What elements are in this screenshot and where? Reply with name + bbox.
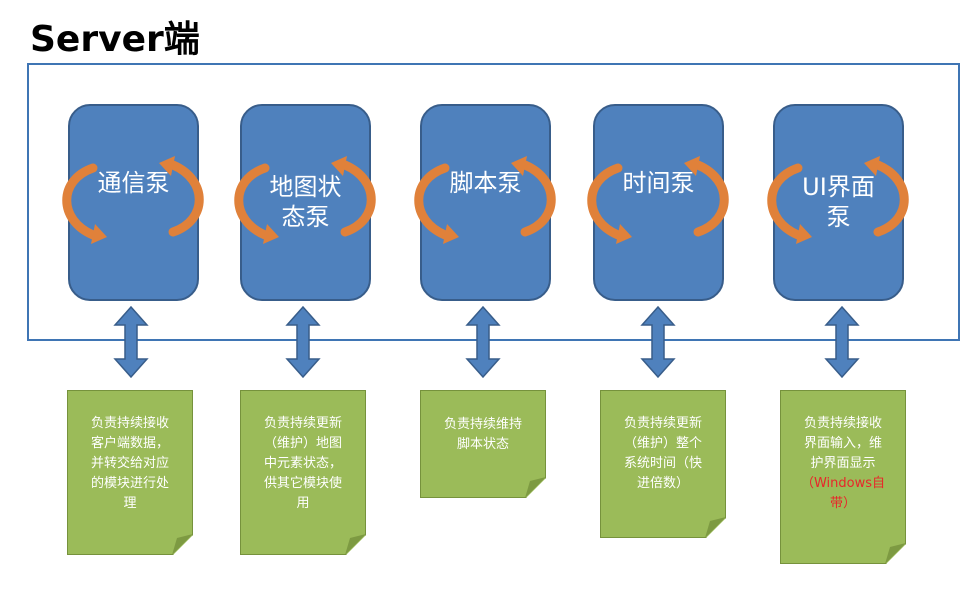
cycle-arrows-icon bbox=[62, 156, 204, 244]
pump-label-ui: UI界面 泵 bbox=[802, 173, 875, 231]
note-fold-icon bbox=[345, 534, 366, 555]
note-text-map-state: 负责持续更新 （维护）地图 中元素状态， 供其它模块使 用 bbox=[263, 416, 342, 511]
note-fold-icon bbox=[705, 517, 726, 538]
cycle-arrows-icon bbox=[234, 156, 376, 244]
double-arrow-icon bbox=[640, 306, 676, 378]
note-time bbox=[600, 390, 726, 538]
note-ui bbox=[780, 390, 906, 564]
note-fold-icon bbox=[525, 477, 546, 498]
double-arrow-icon bbox=[285, 306, 321, 378]
page-title: Server端 bbox=[30, 19, 200, 60]
pump-label-script: 脚本泵 bbox=[449, 169, 522, 197]
note-communication bbox=[67, 390, 193, 555]
note-text-ui: 负责持续接收 界面输入，维 护界面显示 （Windows自 带） bbox=[800, 416, 886, 511]
pump-label-communication: 通信泵 bbox=[97, 169, 170, 197]
pump-label-map-state: 地图状 态泵 bbox=[269, 173, 342, 231]
pump-ui bbox=[773, 104, 904, 301]
cycle-arrows-icon bbox=[414, 156, 556, 244]
note-text-communication: 负责持续接收 客户端数据， 并转交给对应 的模块进行处 理 bbox=[90, 416, 169, 511]
note-script bbox=[420, 390, 546, 498]
cycle-arrows-icon bbox=[767, 156, 909, 244]
note-fold-icon bbox=[172, 534, 193, 555]
double-arrow-icon bbox=[113, 306, 149, 378]
note-map-state bbox=[240, 390, 366, 555]
note-text-time: 负责持续更新 （维护）整个 系统时间（快 进倍数） bbox=[623, 416, 702, 491]
pump-script bbox=[420, 104, 551, 301]
double-arrow-icon bbox=[824, 306, 860, 378]
cycle-arrows-icon bbox=[587, 156, 729, 244]
note-fold-icon bbox=[885, 543, 906, 564]
note-text-script: 负责持续维持 脚本状态 bbox=[443, 417, 522, 452]
pump-label-time: 时间泵 bbox=[622, 169, 695, 197]
server-frame bbox=[27, 63, 960, 341]
double-arrow-icon bbox=[465, 306, 501, 378]
